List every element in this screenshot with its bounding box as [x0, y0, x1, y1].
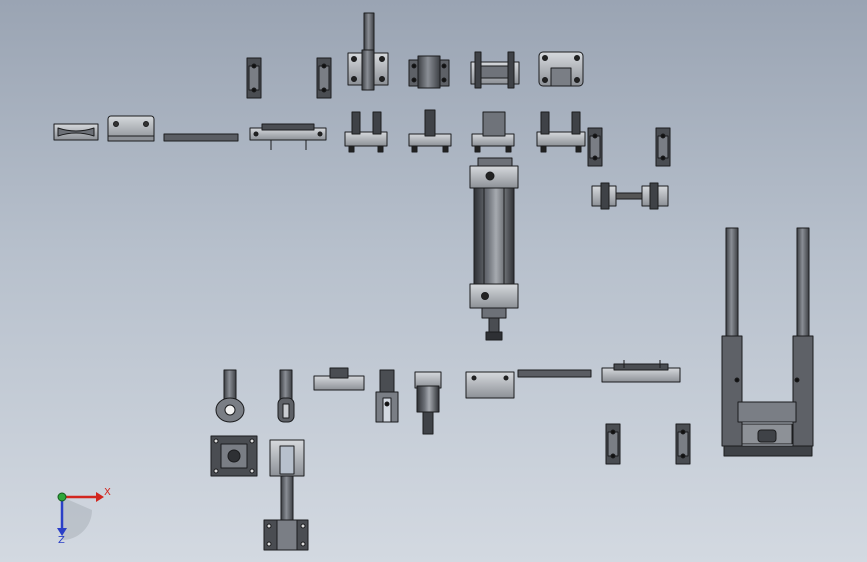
pivot-block-lower-left[interactable] — [605, 423, 621, 465]
air-cylinder[interactable] — [469, 157, 519, 341]
lift-frame[interactable] — [721, 227, 814, 457]
shaft-coupling[interactable] — [591, 182, 669, 210]
rod-assembly[interactable] — [249, 123, 327, 150]
floating-joint[interactable] — [414, 371, 442, 435]
trunnion-mount[interactable] — [408, 55, 450, 89]
flat-bar[interactable] — [163, 133, 239, 142]
clamp-bracket-4[interactable] — [536, 111, 586, 153]
rod-end-fork[interactable] — [277, 369, 295, 423]
roller-guide[interactable] — [53, 123, 99, 141]
pivot-block-right[interactable] — [316, 57, 332, 99]
clamp-bracket-1[interactable] — [344, 111, 388, 153]
z-axis-label: Z — [58, 535, 65, 546]
y-clevis[interactable] — [375, 369, 399, 423]
pivot-block-lower-right[interactable] — [675, 423, 691, 465]
base-plate[interactable] — [107, 115, 155, 142]
coordinate-triad — [57, 492, 104, 540]
square-flange[interactable] — [210, 435, 258, 477]
pivot-block-left[interactable] — [246, 57, 262, 99]
flange-plate-top[interactable] — [538, 51, 584, 87]
clamp-bracket-3[interactable] — [471, 111, 515, 153]
side-block-left[interactable] — [587, 127, 603, 167]
angle-plate[interactable] — [465, 371, 515, 399]
double-clevis[interactable] — [470, 51, 520, 89]
clevis-rod-link[interactable] — [263, 439, 309, 551]
clamp-bracket-2[interactable] — [408, 109, 452, 153]
t-slot-block[interactable] — [313, 367, 365, 391]
rod-assembly-lower[interactable] — [601, 360, 681, 383]
clevis-bracket-top[interactable] — [347, 12, 389, 91]
side-block-right[interactable] — [655, 127, 671, 167]
rod-end-eye[interactable] — [215, 369, 245, 423]
x-axis-label: X — [104, 487, 111, 498]
flat-bar-lower[interactable] — [517, 369, 592, 378]
